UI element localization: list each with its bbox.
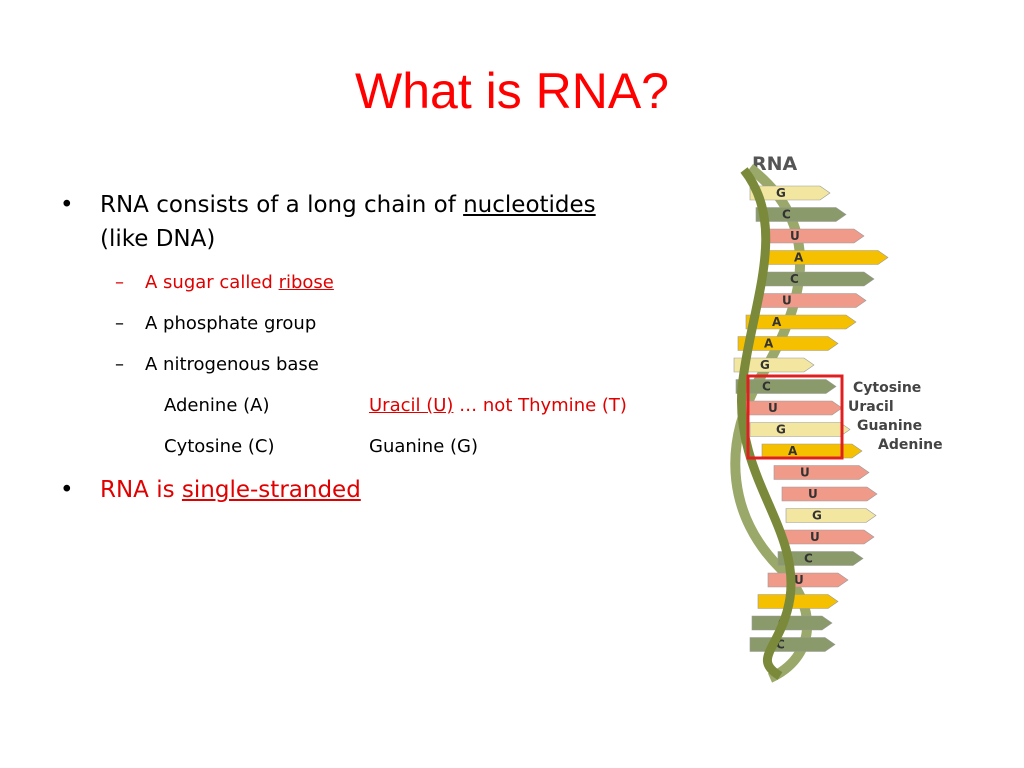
figure-label: RNA [752, 153, 798, 175]
base-u-shape [783, 529, 875, 545]
base-letter: U [790, 229, 800, 243]
base-a-shape [737, 336, 839, 351]
base-letter: G [776, 423, 786, 437]
single-stranded-link[interactable]: single-stranded [181, 477, 361, 503]
base-letter: C [762, 380, 771, 394]
base-letter: U [768, 401, 778, 415]
base-c-shape [735, 379, 837, 394]
base-letter: C [804, 552, 813, 566]
base-g-shape [749, 422, 851, 437]
slide-content: • RNA consists of a long chain of nucleo… [60, 188, 710, 507]
base-letter: U [782, 294, 792, 308]
base-letter: C [782, 208, 791, 222]
base-letter: A [772, 315, 782, 329]
bullet-dot: • [60, 477, 74, 503]
uracil-link[interactable]: Uracil (U) [369, 395, 454, 416]
base-letter: U [794, 573, 804, 587]
base-c-shape [751, 615, 833, 631]
base-letter: U [810, 530, 820, 544]
base-letter: A [764, 337, 774, 351]
base-u-shape [767, 572, 849, 588]
strand-front [736, 167, 796, 680]
slide-title: What is RNA? [355, 63, 669, 119]
base-u-shape [773, 465, 870, 480]
base-letter: C [790, 272, 799, 286]
sub-bullet-phosphate: – A phosphate group [115, 313, 317, 334]
bases-row-2: Cytosine (C)Guanine (G) [164, 436, 478, 457]
base-u-shape [741, 400, 843, 416]
legend-adenine: Adenine [878, 437, 943, 453]
highlight-box [746, 374, 844, 460]
legend-guanine: Guanine [857, 418, 922, 434]
base-letter: G [760, 358, 770, 372]
base-u-shape [755, 293, 867, 308]
base-g-shape [733, 357, 815, 373]
legend-uracil: Uracil [848, 399, 894, 415]
base-letter: U [800, 466, 810, 480]
nucleotides-link[interactable]: nucleotides [463, 192, 596, 218]
base-letter: U [808, 487, 818, 501]
base-letter: A [788, 444, 798, 458]
base-c-shape [755, 207, 847, 222]
sub-bullet-sugar: – A sugar called ribose [115, 272, 334, 293]
base-c-shape [763, 271, 875, 287]
bullet-dot: • [60, 192, 74, 218]
base-letter: G [776, 186, 786, 200]
base-letter: C [776, 638, 785, 652]
base-g-shape [785, 508, 877, 523]
base-u-shape [763, 228, 865, 244]
sub-bullet-base: – A nitrogenous base [115, 354, 319, 375]
base-c-shape [777, 551, 864, 566]
base-letter: A [794, 251, 804, 265]
legend-cytosine: Cytosine [853, 380, 921, 396]
base-g-shape [749, 185, 831, 201]
base-a-shape [745, 314, 857, 330]
base-c-shape [749, 637, 836, 652]
bases-row-1: Adenine (A)Uracil (U) … not Thymine (T) [164, 395, 627, 416]
base-a-shape [767, 250, 889, 265]
base-a-shape [761, 443, 863, 459]
base-letter: G [812, 509, 822, 523]
base-u-shape [781, 486, 878, 502]
base-a-shape [757, 594, 839, 609]
ribose-link[interactable]: ribose [278, 272, 334, 293]
bullet-nucleotides: • RNA consists of a long chain of nucleo… [60, 188, 710, 256]
bullet-single-stranded: • RNA is single-stranded [60, 473, 710, 507]
